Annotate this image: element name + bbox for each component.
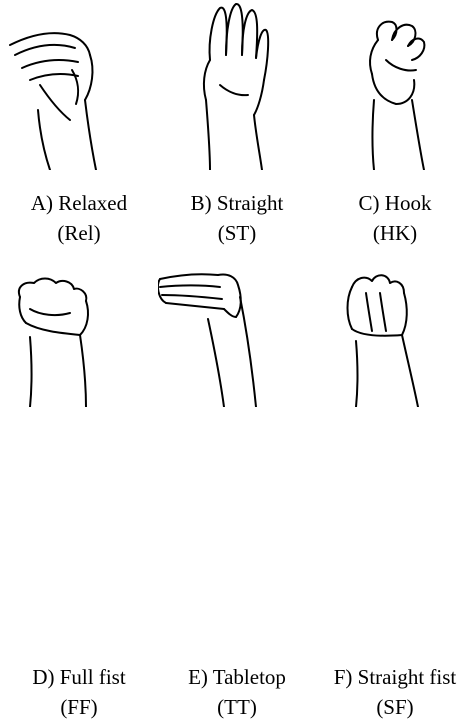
figure-title: B) Straight [190,191,284,215]
caption-straight-fist: F) Straight fist (SF) [316,662,474,722]
tabletop-hand-icon [158,237,316,407]
figure-abbreviation: (FF) [60,695,98,719]
figure-title: A) Relaxed [30,191,128,215]
figure-title: D) Full fist [32,665,126,689]
caption-straight: B) Straight (ST) [158,188,316,248]
caption-full-fist: D) Full fist (FF) [0,662,158,722]
figure-title: E) Tabletop [188,665,286,689]
relaxed-hand-icon [0,0,158,170]
figure-abbreviation: (HK) [372,221,418,245]
caption-hook: C) Hook (HK) [316,188,474,248]
figure-abbreviation: (Rel) [57,221,101,245]
figure-abbreviation: (ST) [217,221,257,245]
straight-fist-hand-icon [316,237,474,407]
hook-hand-icon [316,0,474,170]
straight-hand-icon [158,0,316,170]
figure-abbreviation: (SF) [376,695,414,719]
caption-relaxed: A) Relaxed (Rel) [0,188,158,248]
figure-abbreviation: (TT) [217,695,257,719]
figure-title: F) Straight fist [333,665,457,689]
full-fist-hand-icon [0,237,158,407]
figure-title: C) Hook [358,191,432,215]
caption-tabletop: E) Tabletop (TT) [158,662,316,722]
